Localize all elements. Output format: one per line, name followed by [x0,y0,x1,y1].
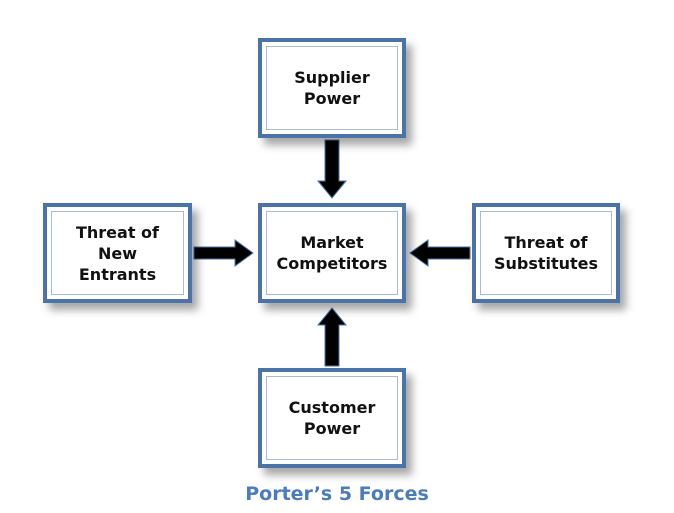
node-label: Threat of New Entrants [75,222,159,284]
node-customer-power: Customer Power [258,368,406,468]
node-label: Market Competitors [276,233,388,273]
arrow-entrants-to-market [193,239,254,267]
node-label: Customer Power [288,398,376,438]
node-label: Supplier Power [294,68,370,108]
arrow-supplier-to-market [316,139,348,199]
node-threat-of-new-entrants: Threat of New Entrants [43,203,192,303]
arrow-substitutes-to-market [409,239,471,267]
node-label: Threat of Substitutes [493,233,599,273]
node-supplier-power: Supplier Power [258,38,406,138]
arrow-customer-to-market [316,307,348,367]
node-market-competitors: Market Competitors [258,203,406,303]
diagram-caption: Porter’s 5 Forces [245,483,429,505]
node-threat-of-substitutes: Threat of Substitutes [472,203,620,303]
